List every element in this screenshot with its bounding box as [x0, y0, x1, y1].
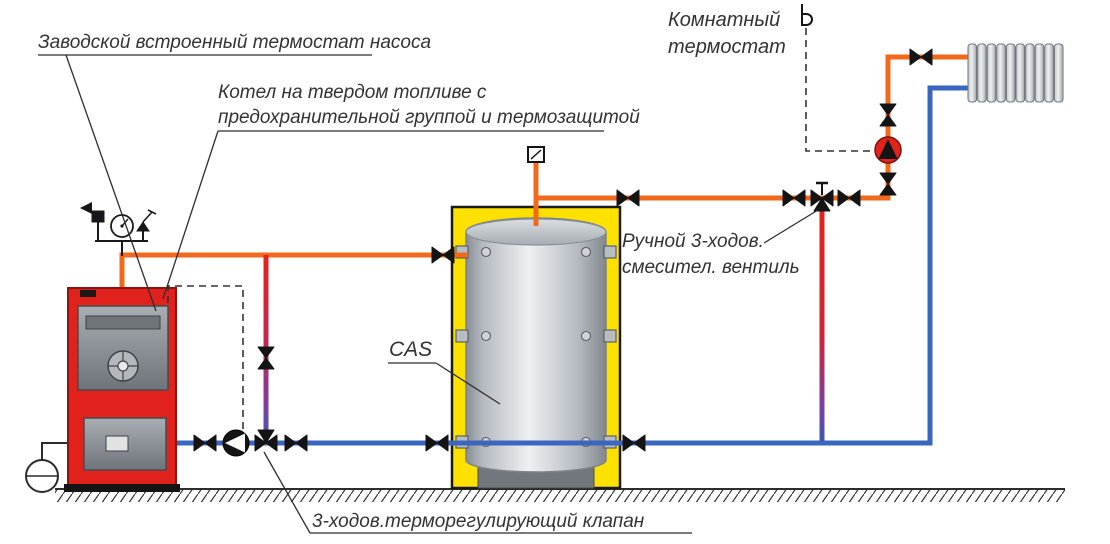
radiator — [967, 43, 1064, 103]
label-mixing-valve-line2: смесител. вентиль — [622, 257, 800, 278]
label-buffer-tank: CAS — [389, 338, 432, 361]
label-room-thermostat-line2: термостат — [668, 36, 786, 58]
valve-icon — [782, 189, 806, 207]
leader-lines — [38, 54, 819, 534]
boiler-base — [64, 484, 180, 492]
radiator-pump-icon — [874, 136, 902, 164]
valve-icon — [431, 246, 455, 264]
label-boiler-line1: Котел на твердом топливе с — [218, 82, 487, 103]
valve-icon — [879, 172, 897, 196]
valve-icon — [616, 189, 640, 207]
check-valve-icon — [879, 103, 897, 127]
air-vent-icon — [527, 146, 545, 163]
pump-thermostat-control-line — [167, 285, 244, 429]
boiler-handle — [105, 435, 129, 452]
label-room-thermostat-line1: Комнатный — [668, 9, 780, 31]
three-way-thermo-valve-icon — [254, 429, 278, 452]
label-boiler-line2: предохранительной группой и термозащитой — [218, 107, 640, 128]
boiler-slot — [85, 315, 161, 330]
valve-icon — [425, 434, 449, 452]
valve-icon — [837, 189, 861, 207]
safety-valve-icon — [136, 221, 150, 232]
ground-hatch — [55, 488, 1065, 502]
safety-group-icon — [80, 202, 157, 256]
boiler-supply-pipe — [119, 252, 468, 290]
flue-stub — [80, 290, 96, 297]
valve-icon — [622, 434, 646, 452]
room-thermostat-control-line — [805, 28, 873, 152]
boiler — [64, 287, 180, 492]
label-three-way-thermo-valve: 3-ходов.терморегулирующий клапан — [312, 511, 645, 532]
tank-cylinder — [465, 217, 607, 473]
label-factory-pump-thermostat: Заводской встроенный термостат насоса — [38, 32, 431, 53]
room-thermostat-icon — [801, 4, 813, 26]
return-pipe — [176, 85, 970, 446]
valve-icon — [257, 346, 275, 370]
vent-flag-icon — [80, 202, 92, 214]
valve-icon — [193, 434, 217, 452]
buffer-tank — [450, 205, 622, 490]
label-mixing-valve-line1: Ручной 3-ходов. — [622, 231, 764, 252]
boiler-pump-icon — [222, 429, 250, 457]
air-vent-icon — [91, 210, 105, 223]
valve-icon — [284, 434, 308, 452]
expansion-tank-icon — [25, 442, 68, 493]
valve-icon — [909, 48, 933, 66]
